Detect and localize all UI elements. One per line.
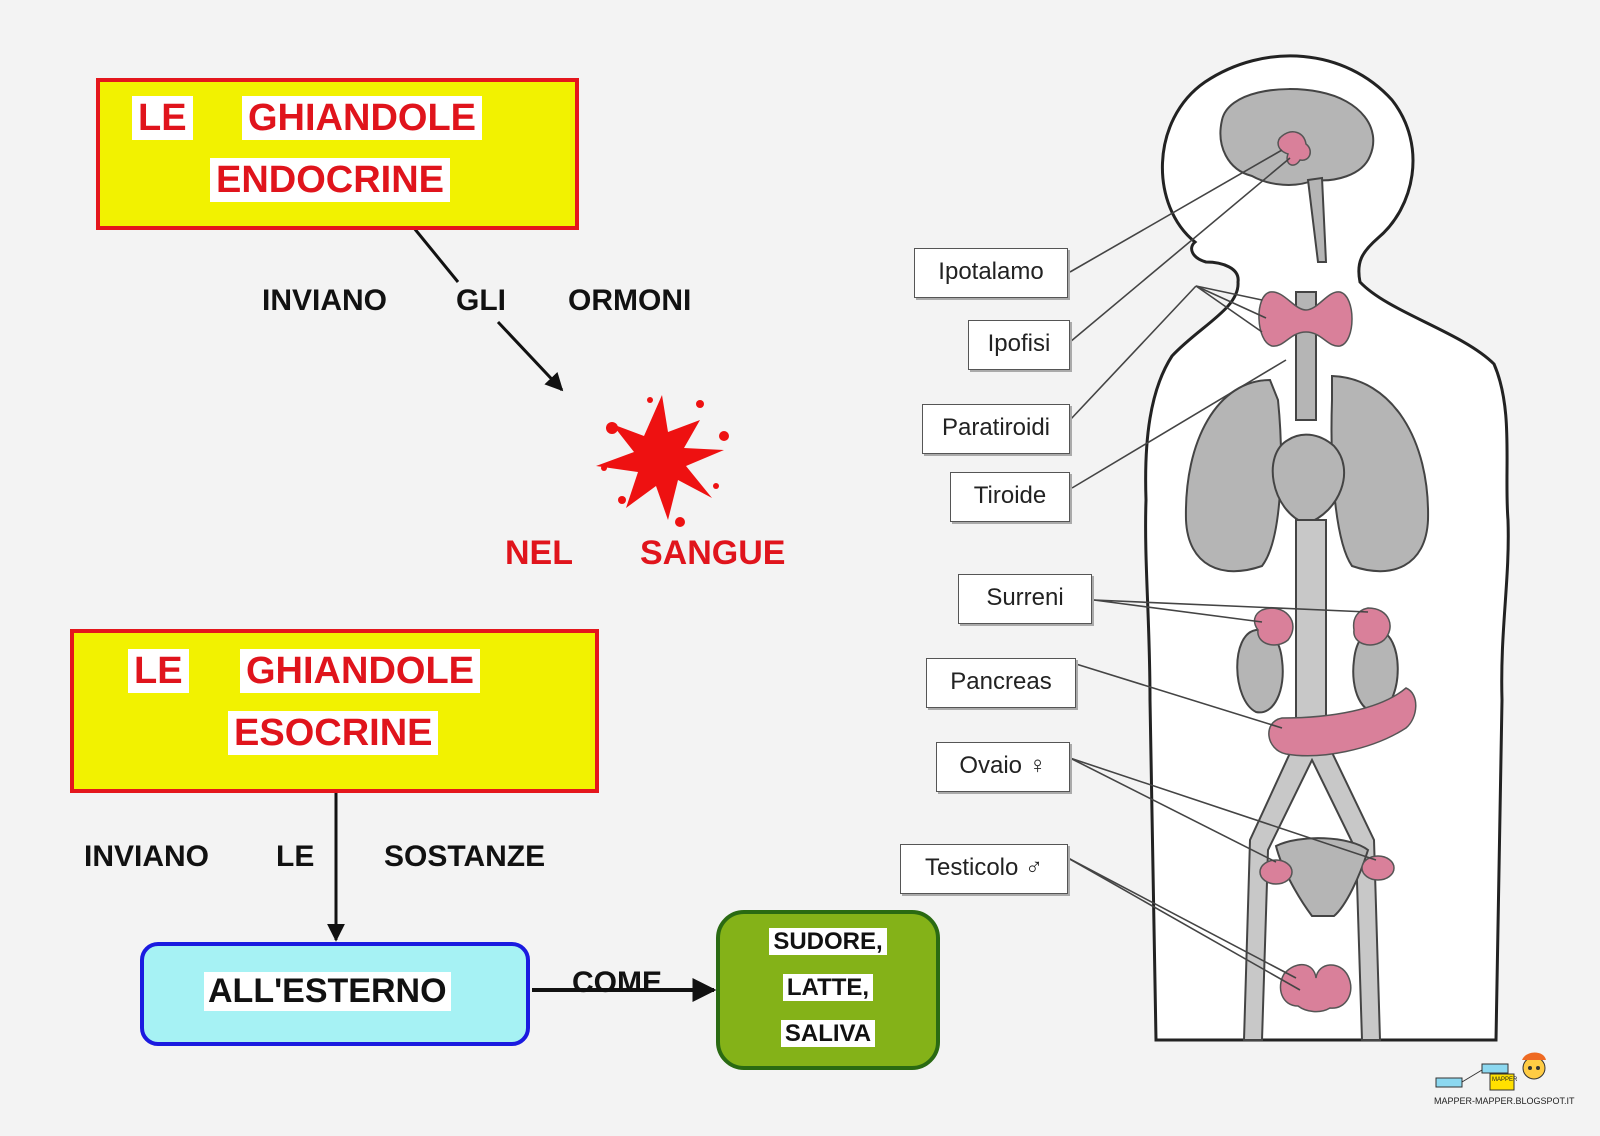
examples-box: SUDORE, LATTE, SALIVA [716,910,940,1070]
mapper-logo [1435,1052,1546,1091]
body-illustration [1067,54,1510,1042]
example-sudore: SUDORE, [769,928,887,955]
testes [1279,964,1352,1013]
spinal-cord [1306,176,1328,263]
thyroid-gland [1258,291,1353,347]
right-adrenal [1352,607,1391,646]
organ-label-paratiroidi: Paratiroidi [922,404,1070,454]
endocrine-glands [1253,131,1417,1013]
endocrine-title-le: LE [132,96,193,140]
organ-label-testicolo: Testicolo ♂ [900,844,1068,894]
logo-badge-text: MAPPER [1492,1077,1518,1083]
organ-label-pancreas: Pancreas [926,658,1076,708]
heart [1271,433,1345,526]
endocrine-arrow-label-ormoni: ORMONI [568,284,692,317]
left-adrenal [1253,607,1294,646]
right-ovary [1361,855,1395,881]
exocrine-arrow-label-sostanze: SOSTANZE [384,840,546,873]
endocrine-title-endocrine: ENDOCRINE [210,158,451,202]
arrow-endocrine-top [412,227,460,283]
logo-site-text: MAPPER-MAPPER.BLOGSPOT.IT [1434,1096,1575,1106]
leg-vessels [1242,739,1382,1041]
exocrine-title-esocrine: ESOCRINE [228,711,439,755]
blood-target-sangue: SANGUE [640,534,786,572]
blood-splatter-icon [596,395,729,527]
left-ovary [1259,859,1293,885]
external-box-label: ALL'ESTERNO [204,972,451,1011]
external-box: ALL'ESTERNO [140,942,530,1046]
organ-label-ipotalamo: Ipotalamo [914,248,1068,298]
exocrine-title-le: LE [128,649,189,693]
exocrine-arrow-label-le: LE [276,840,315,873]
exocrine-title-ghiandole: GHIANDOLE [240,649,480,693]
endocrine-arrow-label-gli: GLI [456,284,506,317]
organ-label-tiroide: Tiroide [950,472,1070,522]
pancreas [1268,687,1417,757]
example-latte: LATTE, [782,974,874,1001]
leader-lines [1067,149,1377,991]
endocrine-arrow-label-inviano: INVIANO [262,284,388,317]
endocrine-title-ghiandole: GHIANDOLE [242,96,482,140]
example-saliva: SALIVA [780,1020,876,1047]
blood-target-nel: NEL [505,534,573,572]
come-label: COME [572,966,662,999]
exocrine-title-box: LE GHIANDOLE ESOCRINE [70,629,599,793]
endocrine-title-box: LE GHIANDOLE ENDOCRINE [96,78,579,230]
uterus [1274,837,1370,917]
arrow-endocrine-bottom [496,320,564,392]
aorta [1295,519,1327,741]
organ-label-ovaio: Ovaio ♀ [936,742,1070,792]
organ-label-ipofisi: Ipofisi [968,320,1070,370]
exocrine-arrow-label-inviano: INVIANO [84,840,210,873]
pituitary-gland [1277,131,1311,166]
organ-label-surreni: Surreni [958,574,1092,624]
